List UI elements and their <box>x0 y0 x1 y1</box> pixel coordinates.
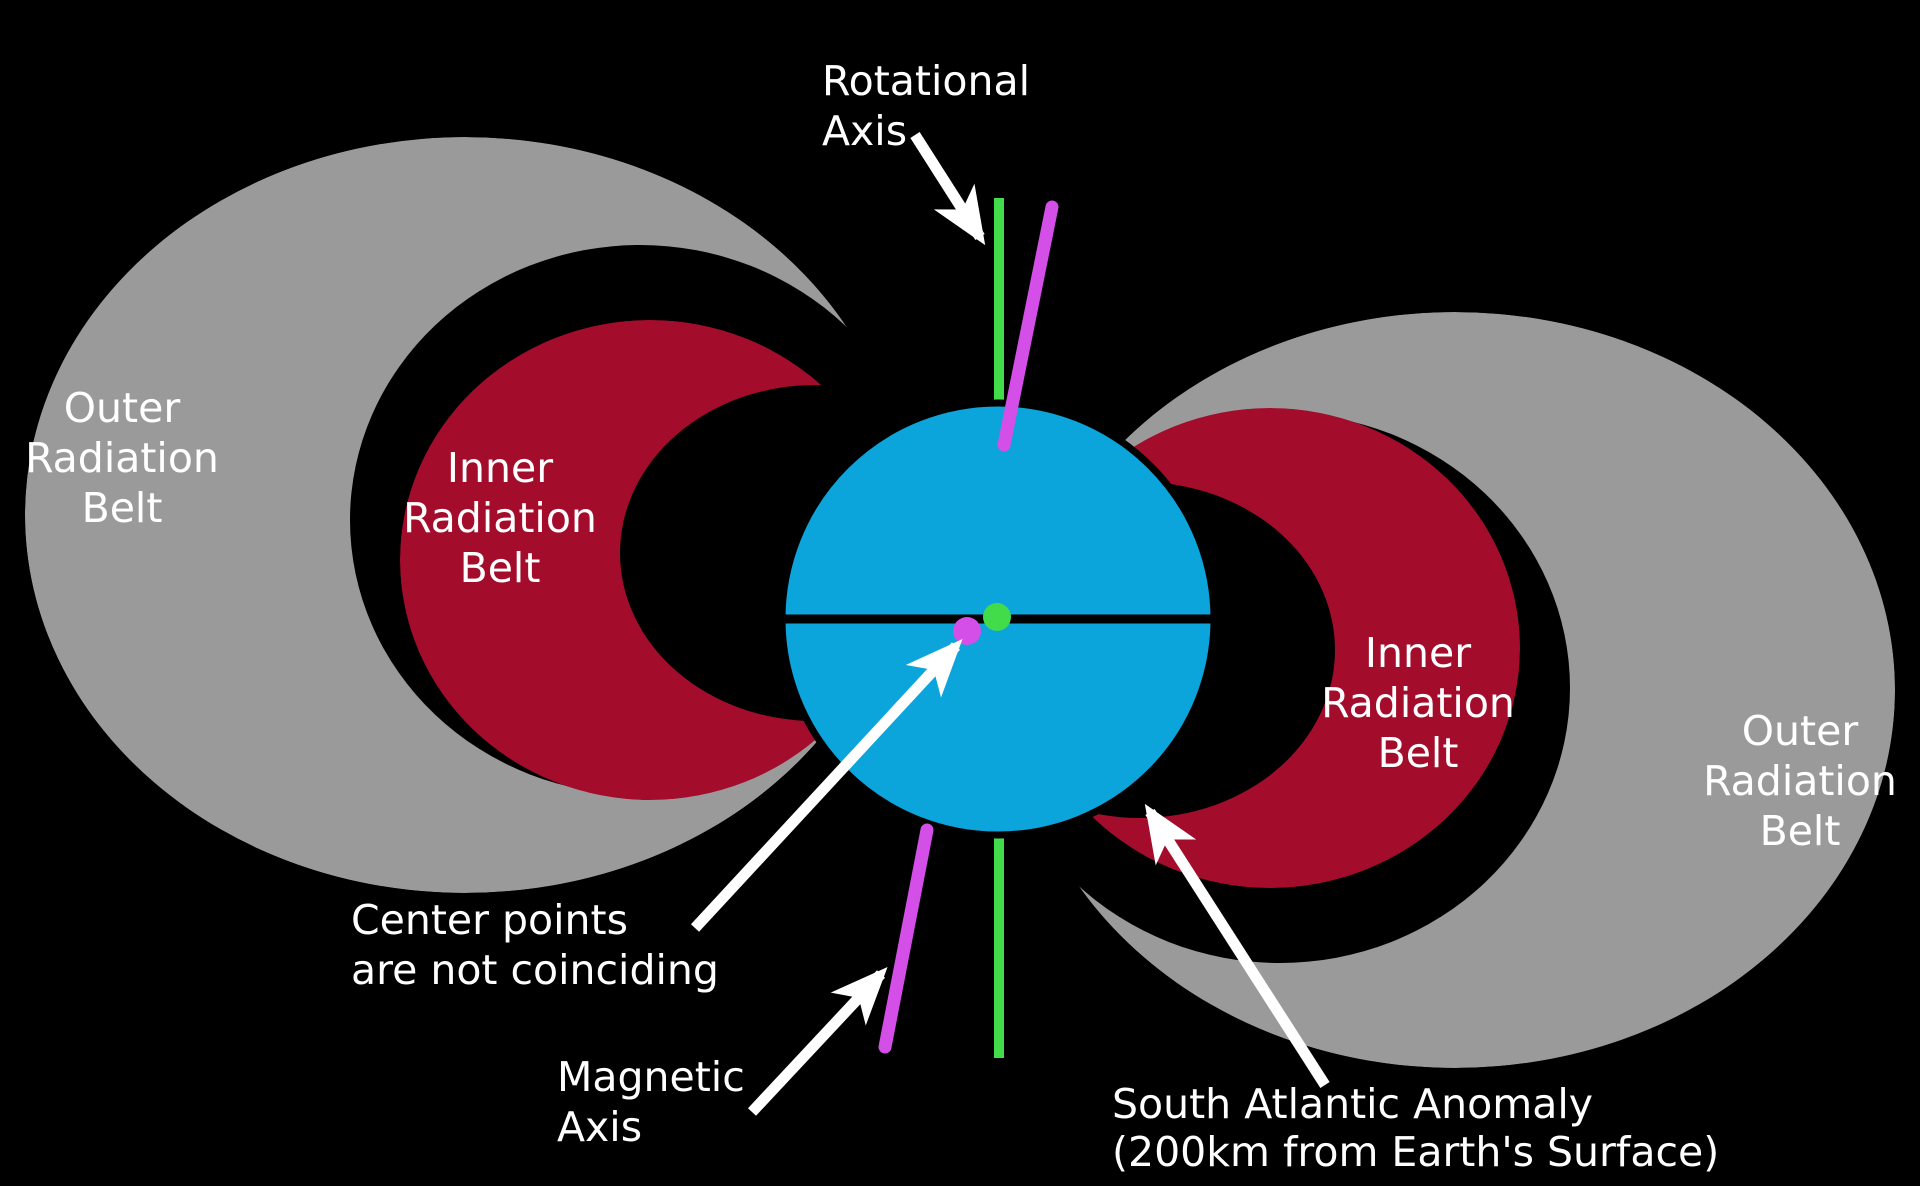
belt-label-line: Radiation <box>1703 757 1897 805</box>
belt-label-line: Inner <box>446 444 554 492</box>
south-atlantic-anomaly-label: South Atlantic Anomaly (200km from Earth… <box>1112 1080 1719 1176</box>
magnetic-axis-label-line: Axis <box>557 1103 643 1151</box>
center-points-label-line: are not coinciding <box>351 946 719 994</box>
belt-label-line: Belt <box>459 544 541 592</box>
magnetic-axis-arrow <box>747 966 888 1116</box>
belt-label-line: Radiation <box>25 434 219 482</box>
magnetic-axis-line-upper <box>997 200 1059 452</box>
center-points-label-line: Center points <box>351 896 628 944</box>
belt-label-line: Radiation <box>403 494 597 542</box>
rotational-center-dot <box>983 603 1011 631</box>
magnetic-axis-label: Magnetic Axis <box>557 1052 745 1152</box>
belt-label-line: Inner <box>1364 629 1472 677</box>
belt-label-line: Radiation <box>1321 679 1515 727</box>
belt-label-line: Belt <box>1377 729 1459 777</box>
outer-radiation-belt-left-label: Outer Radiation Belt <box>0 383 272 533</box>
belt-label-line: Belt <box>81 484 163 532</box>
magnetic-axis-label-line: Magnetic <box>557 1053 745 1101</box>
outer-radiation-belt-right-label: Outer Radiation Belt <box>1650 706 1920 856</box>
magnetic-center-dot <box>953 617 981 645</box>
rotational-axis-arrow <box>910 132 986 246</box>
south-atlantic-anomaly-arrow <box>1144 803 1330 1088</box>
magnetic-axis-line-lower <box>878 823 934 1054</box>
rotational-axis-label-line: Rotational <box>822 57 1030 105</box>
inner-radiation-belt-left-label: Inner Radiation Belt <box>350 443 650 593</box>
belt-label-line: Outer <box>63 384 181 432</box>
center-points-label: Center points are not coinciding <box>351 895 719 995</box>
rotational-axis-label: Rotational Axis <box>822 56 1030 156</box>
south-atlantic-anomaly-label-line: South Atlantic Anomaly <box>1112 1080 1593 1128</box>
rotational-axis-label-line: Axis <box>822 107 908 155</box>
south-atlantic-anomaly-label-line: (200km from Earth's Surface) <box>1112 1128 1720 1176</box>
belt-label-line: Belt <box>1759 807 1841 855</box>
inner-belt-left-crescent <box>400 320 900 800</box>
center-points-arrow <box>690 638 963 932</box>
belt-label-line: Outer <box>1741 707 1859 755</box>
inner-radiation-belt-right-label: Inner Radiation Belt <box>1268 628 1568 778</box>
